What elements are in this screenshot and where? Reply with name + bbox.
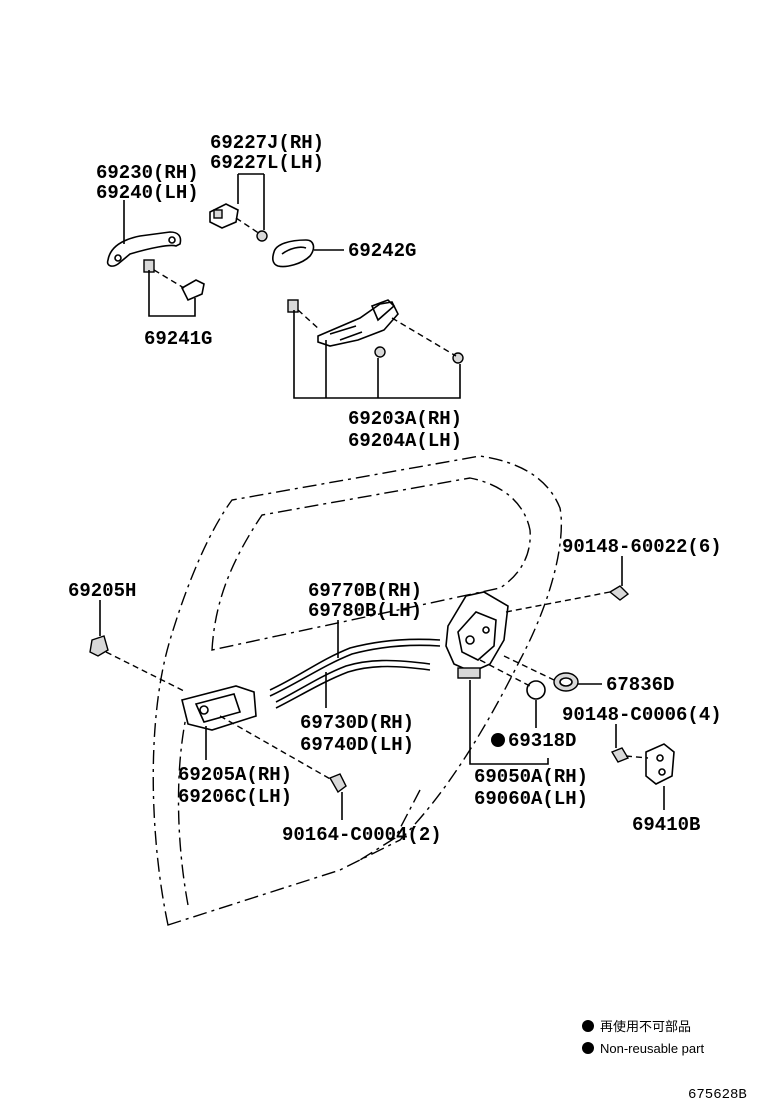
label-69318D: 69318D <box>508 730 576 752</box>
label-69205A: 69205A(RH) <box>178 764 292 786</box>
label-90148-60022: 90148-60022(6) <box>562 536 722 558</box>
legend-text-jp: 再使用不可部品 <box>600 1019 691 1034</box>
handle-pad-69241G <box>180 279 205 302</box>
label-69730D: 69730D(RH) <box>300 712 414 734</box>
handle-cover-69242G <box>272 239 315 268</box>
outside-handle-69230 <box>106 231 182 267</box>
label-69203A: 69203A(RH) <box>348 408 462 430</box>
cover-69318D <box>526 680 546 700</box>
striker-69410B <box>610 743 675 785</box>
label-69240: 69240(LH) <box>96 182 199 204</box>
grommet-67836D <box>553 672 579 692</box>
label-69242G: 69242G <box>348 240 416 262</box>
bumper-69205H <box>89 635 109 657</box>
cable-69730D <box>275 659 431 709</box>
legend-bullet-jp <box>582 1020 594 1032</box>
label-69230: 69230(RH) <box>96 162 199 184</box>
non-reusable-mark-69318D <box>491 733 505 747</box>
inside-handle-69205A <box>181 685 257 731</box>
label-69740D: 69740D(LH) <box>300 734 414 756</box>
handle-frame-assy-69203A <box>287 299 464 364</box>
label-69241G: 69241G <box>144 328 212 350</box>
legend-bullet-en <box>582 1042 594 1054</box>
label-69780B: 69780B(LH) <box>308 600 422 622</box>
screw-90148-60022 <box>608 585 630 601</box>
handle-frame-69227 <box>209 203 268 242</box>
label-69227L: 69227L(LH) <box>210 152 324 174</box>
door-outline <box>152 455 563 926</box>
label-69227J: 69227J(RH) <box>210 132 324 154</box>
label-69204A: 69204A(LH) <box>348 430 462 452</box>
legend-text-en: Non-reusable part <box>600 1041 704 1056</box>
label-69410B: 69410B <box>632 814 700 836</box>
cable-69770B <box>269 638 441 697</box>
label-69050A: 69050A(RH) <box>474 766 588 788</box>
screw-90164-C0004 <box>328 773 347 794</box>
label-67836D: 67836D <box>606 674 674 696</box>
label-69060A: 69060A(LH) <box>474 788 588 810</box>
label-69206C: 69206C(LH) <box>178 786 292 808</box>
door-lock-69050A <box>445 591 509 679</box>
label-90148-C0006: 90148-C0006(4) <box>562 704 722 726</box>
figure-number: 675628B <box>688 1087 747 1103</box>
label-69205H: 69205H <box>68 580 136 602</box>
legend: 再使用不可部品 Non-reusable part <box>582 1019 704 1056</box>
label-69770B: 69770B(RH) <box>308 580 422 602</box>
label-90164-C0004: 90164-C0004(2) <box>282 824 442 846</box>
